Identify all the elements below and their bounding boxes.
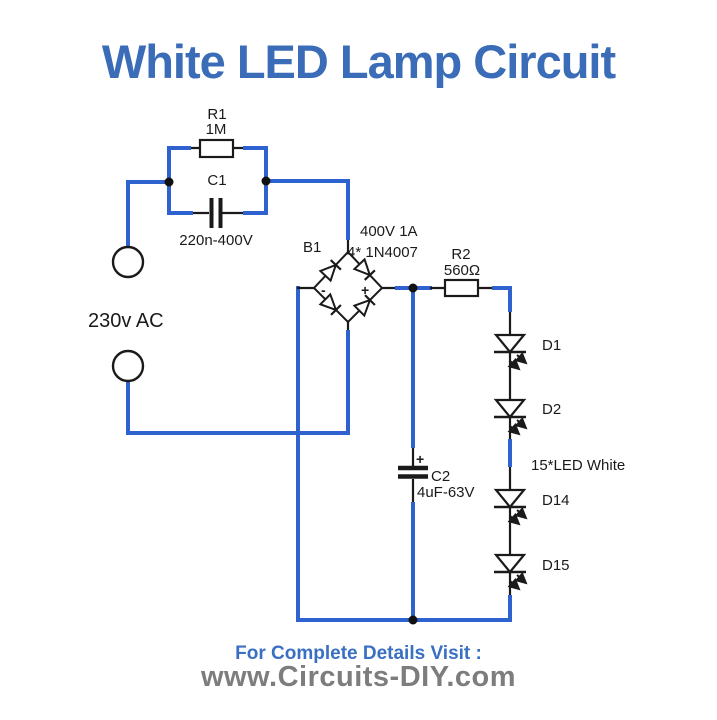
r2-name-label: R2 [451,246,470,263]
r1-name-label: R1 [207,106,226,123]
led-d15: D15 [494,555,570,589]
c2-name-label: C2 [431,468,450,485]
ac-terminal-top [111,245,145,279]
bridge-rectifier-b1: - + B1 400V 1A 4* 1N4007 [303,223,418,324]
ac-source-label: 230v AC [88,310,164,332]
footer-heading: For Complete Details Visit : [235,643,482,664]
b1-plus-sign: + [361,282,369,298]
resistor-r2: R2 560Ω [444,246,480,298]
c1-value-label: 220n-400V [179,232,252,249]
led-count-note: 15*LED White [531,457,625,474]
c1-name-label: C1 [207,172,226,189]
wire-minus-rail [296,286,512,622]
wire-r2-to-leds [492,286,512,312]
page-title: White LED Lamp Circuit [101,35,616,88]
wire-source-top [126,180,169,247]
b1-minus-sign: - [321,282,326,298]
wire-source-bottom [126,330,350,435]
c2-value-label: 4uF-63V [417,484,475,501]
d15-label: D15 [542,557,570,574]
ac-source: 230v AC [88,245,164,383]
b1-name-label: B1 [303,239,321,256]
component-leads [191,146,512,595]
r1-value-label: 1M [206,121,227,138]
junction-dots [164,176,418,625]
led-d14: D14 [494,490,570,524]
r2-value-label: 560Ω [444,262,480,279]
d14-label: D14 [542,492,570,509]
led-d2: D2 [494,400,561,434]
ac-terminal-bottom [111,349,145,383]
wires [126,146,512,622]
d2-label: D2 [542,401,561,418]
led-d1: D1 [494,335,561,369]
wire-to-bridge-top [266,179,350,240]
d1-label: D1 [542,337,561,354]
capacitor-c1: C1 220n-400V [179,172,252,249]
capacitor-c2: + C2 4uF-63V [398,451,475,501]
footer-site-url: www.Circuits-DIY.com [200,661,517,693]
c2-polarity-sign: + [416,451,424,467]
resistor-r1: R1 1M [198,106,235,159]
b1-parts-label: 4* 1N4007 [347,244,418,261]
b1-rating-label: 400V 1A [360,223,418,240]
